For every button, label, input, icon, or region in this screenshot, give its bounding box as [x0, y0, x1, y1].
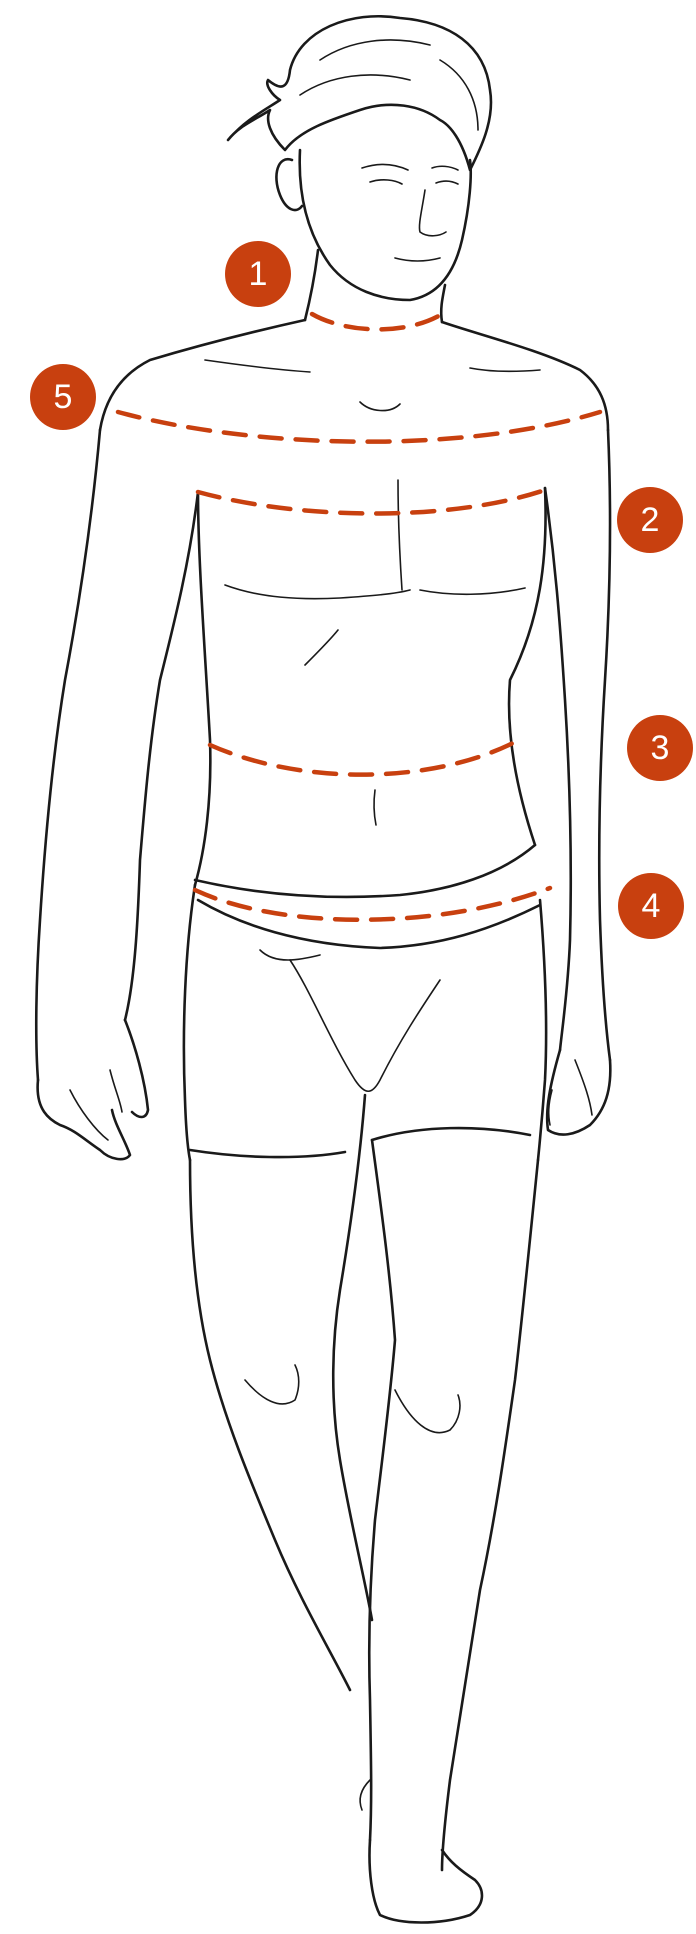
right-leg-inner — [369, 1140, 395, 1840]
badge-2: 2 — [617, 487, 683, 553]
right-shoulder — [442, 322, 608, 430]
badge-number: 5 — [54, 378, 73, 416]
right-arm-inner — [545, 488, 571, 1050]
left-arm-inner — [125, 492, 198, 1020]
collarbone — [470, 368, 540, 371]
measure-line-waist — [210, 742, 515, 775]
right-foot — [369, 1840, 481, 1923]
face-outline — [300, 150, 471, 300]
male-figure-sketch — [36, 16, 610, 1922]
sternum-notch — [360, 402, 400, 411]
badge-3: 3 — [627, 715, 693, 781]
right-leg-outer — [442, 1160, 538, 1870]
left-leg-outer — [190, 1160, 350, 1690]
left-leg-inner — [333, 1095, 372, 1620]
badge-4: 4 — [618, 873, 684, 939]
briefs-waistband-top — [195, 845, 535, 897]
badge-number: 4 — [642, 887, 661, 925]
foot-detail — [360, 1780, 370, 1810]
pectoral-line — [420, 588, 525, 594]
left-arm-outer — [36, 430, 100, 1080]
torso-right-side — [509, 488, 546, 845]
left-finger — [110, 1070, 122, 1112]
briefs-right-side — [538, 900, 546, 1160]
briefs-crotch — [290, 960, 440, 1091]
badge-number: 1 — [249, 255, 268, 293]
hair-strand — [320, 40, 430, 60]
briefs-right-leg-opening — [372, 1128, 530, 1140]
briefs-left-side — [184, 885, 195, 1160]
right-knee — [395, 1390, 460, 1433]
measurement-lines — [118, 314, 600, 920]
eye — [370, 180, 402, 184]
briefs-fold — [260, 950, 320, 960]
right-hand — [547, 1050, 610, 1135]
left-knee — [245, 1365, 299, 1404]
collarbone — [205, 360, 310, 372]
abdomen-line — [374, 790, 376, 825]
hair-outline — [228, 16, 491, 170]
badge-number: 3 — [651, 729, 670, 767]
eyebrow — [432, 166, 458, 170]
badge-1: 1 — [225, 241, 291, 307]
briefs-left-leg-opening — [190, 1150, 345, 1157]
mouth — [395, 258, 440, 261]
eyebrow — [362, 164, 408, 170]
ear — [276, 159, 302, 210]
badge-number: 2 — [641, 501, 660, 539]
pectoral-line — [225, 585, 410, 599]
measure-line-chest — [198, 490, 545, 514]
left-thumb — [125, 1020, 148, 1117]
right-arm-outer — [599, 430, 610, 1060]
neck-right — [441, 285, 445, 322]
measure-line-neck — [312, 314, 442, 329]
hair-strand — [300, 75, 410, 95]
measure-line-shoulders — [118, 412, 600, 442]
hair-strand — [440, 60, 478, 130]
right-finger — [575, 1060, 592, 1115]
neck-left — [305, 250, 318, 320]
sternum-line — [398, 480, 402, 590]
measure-line-hips — [195, 888, 550, 920]
torso-left-side — [195, 492, 210, 885]
eye — [436, 181, 458, 184]
nose — [419, 190, 446, 236]
badge-5: 5 — [30, 364, 96, 430]
abdomen-line — [305, 630, 338, 665]
